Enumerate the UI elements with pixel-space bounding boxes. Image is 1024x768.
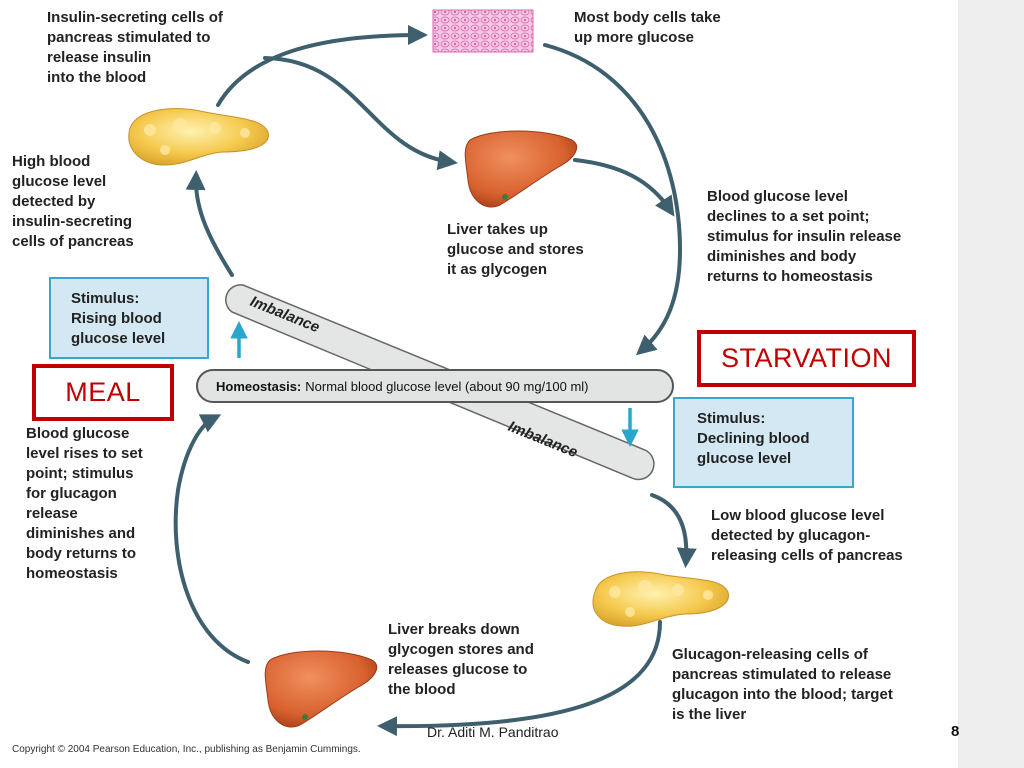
- stimulus-declining-text: Stimulus: Declining blood glucose level: [697, 410, 810, 467]
- glucose-declines-label: Blood glucose level declines to a set po…: [707, 188, 902, 285]
- arrow-to-low-glucose: [650, 493, 697, 568]
- arrow-liver-up: [173, 414, 250, 664]
- stimulus-arrows: [230, 321, 639, 447]
- homeostasis-bar: Homeostasis: Normal blood glucose level …: [196, 369, 674, 403]
- liver-breaks-down-label: Liver breaks down glycogen stores and re…: [388, 621, 534, 698]
- liver-takes-up-label: Liver takes up glucose and stores it as …: [447, 221, 584, 278]
- copyright-notice: Copyright © 2004 Pearson Education, Inc.…: [12, 744, 361, 755]
- liver-icon-bottom: [264, 650, 378, 728]
- author-footer: Dr. Aditi M. Panditrao: [427, 724, 559, 740]
- arrow-cells-down: [543, 43, 683, 356]
- homeostasis-label: Homeostasis:: [216, 378, 302, 394]
- insulin-secreting-label: Insulin-secreting cells of pancreas stim…: [47, 9, 223, 86]
- arrow-pancreas-to-liver-bottom: [377, 620, 662, 737]
- low-blood-glucose-label: Low blood glucose level detected by gluc…: [711, 507, 903, 564]
- high-blood-glucose-label: High blood glucose level detected by ins…: [12, 153, 134, 250]
- glucose-rises-label: Blood glucose level rises to set point; …: [26, 425, 143, 582]
- pancreas-icon-bottom: [592, 571, 729, 627]
- body-cells-tissue-icon: [432, 9, 534, 53]
- meal-box: MEAL: [32, 364, 174, 421]
- stimulus-rising-box: Stimulus: Rising blood glucose level: [49, 277, 209, 359]
- pancreas-icon: [128, 108, 269, 166]
- liver-icon: [464, 130, 578, 208]
- cycle-arrows: [173, 25, 697, 737]
- starvation-box: STARVATION: [697, 330, 916, 387]
- side-panel: [958, 0, 1024, 768]
- homeostasis-text: Normal blood glucose level (about 90 mg/…: [305, 378, 589, 394]
- arrow-up-to-pancreas: [185, 170, 234, 277]
- starvation-label: STARVATION: [720, 343, 893, 373]
- meal-label: MEAL: [65, 377, 141, 407]
- page-number: 8: [951, 723, 960, 740]
- arrow-pancreas-to-liver: [263, 56, 458, 171]
- stimulus-rising-text: Stimulus: Rising blood glucose level: [71, 290, 166, 347]
- arrow-pancreas-to-cells: [216, 25, 428, 107]
- stimulus-declining-box: Stimulus: Declining blood glucose level: [673, 397, 854, 488]
- glucagon-releasing-label: Glucagon-releasing cells of pancreas sti…: [672, 646, 893, 723]
- body-cells-label: Most body cells take up more glucose: [574, 9, 721, 46]
- arrow-liver-right: [573, 158, 675, 217]
